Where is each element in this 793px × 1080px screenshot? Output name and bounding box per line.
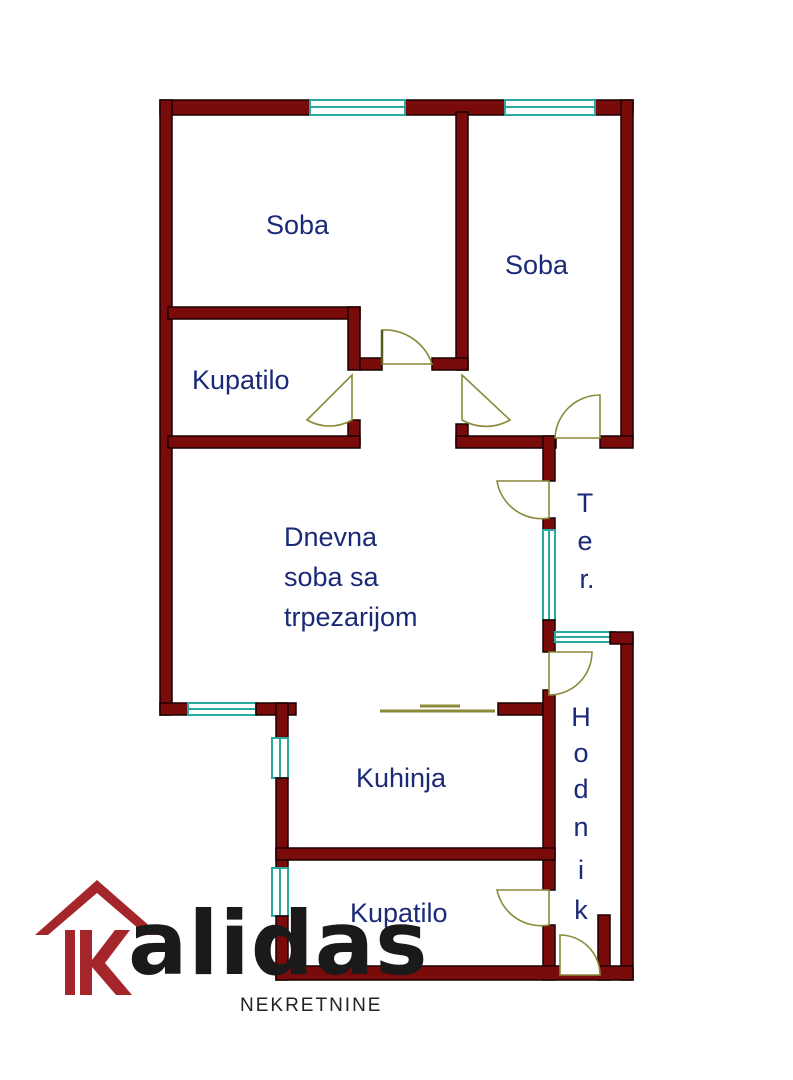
wall-top-left: [159, 99, 311, 116]
wall-right-upper: [620, 99, 634, 441]
door-hodnik: [548, 651, 593, 696]
label-dnevna-line-3: trpezarijom: [284, 602, 418, 632]
wall-terasa-top: [599, 435, 634, 449]
wall-terasa-bottom: [609, 631, 634, 645]
label-dnevna-line-1: Dnevna: [284, 522, 378, 552]
wall-dnevna-bottom-right: [497, 702, 544, 716]
door-entry: [559, 934, 601, 976]
wall-terasa-left-mid: [542, 517, 556, 531]
door-soba-1: [380, 329, 434, 365]
hodnik-letter: k: [574, 895, 588, 925]
wall-top-mid: [404, 99, 506, 116]
hodnik-letter: H: [571, 702, 591, 732]
wall-left: [159, 99, 173, 716]
wall-stub-2: [431, 357, 469, 371]
terasa-letter: T: [576, 488, 594, 518]
label-soba-1: Soba: [266, 210, 330, 240]
wall-soba-divider: [455, 111, 469, 371]
wall-kupatilo-right-top: [347, 306, 361, 371]
door-soba-2: [461, 373, 512, 428]
label-kupatilo-1: Kupatilo: [192, 365, 290, 395]
wall-stub-1: [359, 357, 383, 371]
hodnik-letter: o: [573, 738, 589, 768]
door-kupatilo-2: [496, 889, 550, 927]
wall-soba-kupatilo: [167, 306, 361, 320]
label-kupatilo-2: Kupatilo: [350, 898, 448, 928]
door-terasa-inner: [496, 480, 550, 520]
hodnik-letter: n: [573, 812, 589, 842]
wall-kuhinja-left-top: [275, 702, 289, 739]
wall-kupatilo-bottom: [167, 435, 361, 449]
wall-terasa-left-top: [542, 435, 556, 482]
hodnik-letter: d: [573, 774, 589, 804]
terasa-letter: r.: [579, 564, 595, 594]
door-terasa: [554, 394, 601, 439]
door-kupatilo-1: [305, 373, 353, 427]
label-dnevna-line-2: soba sa: [284, 562, 379, 592]
wall-bottom: [275, 965, 634, 981]
hodnik-letter: i: [578, 855, 584, 885]
label-soba-2: Soba: [505, 250, 569, 280]
wall-terasa-left-bottom: [542, 619, 556, 653]
label-kuhinja: Kuhinja: [356, 763, 447, 793]
logo-subtitle: NEKRETNINE: [240, 995, 383, 1016]
logo-house-icon: [35, 880, 160, 995]
terasa-letter: e: [577, 526, 593, 556]
wall-kuhinja-bottom: [275, 847, 556, 861]
wall-dnevna-bottom-left: [159, 702, 189, 716]
wall-dnevna-top: [455, 435, 557, 449]
wall-right-lower: [620, 634, 634, 981]
logo-wordmark: alidas: [128, 892, 429, 995]
